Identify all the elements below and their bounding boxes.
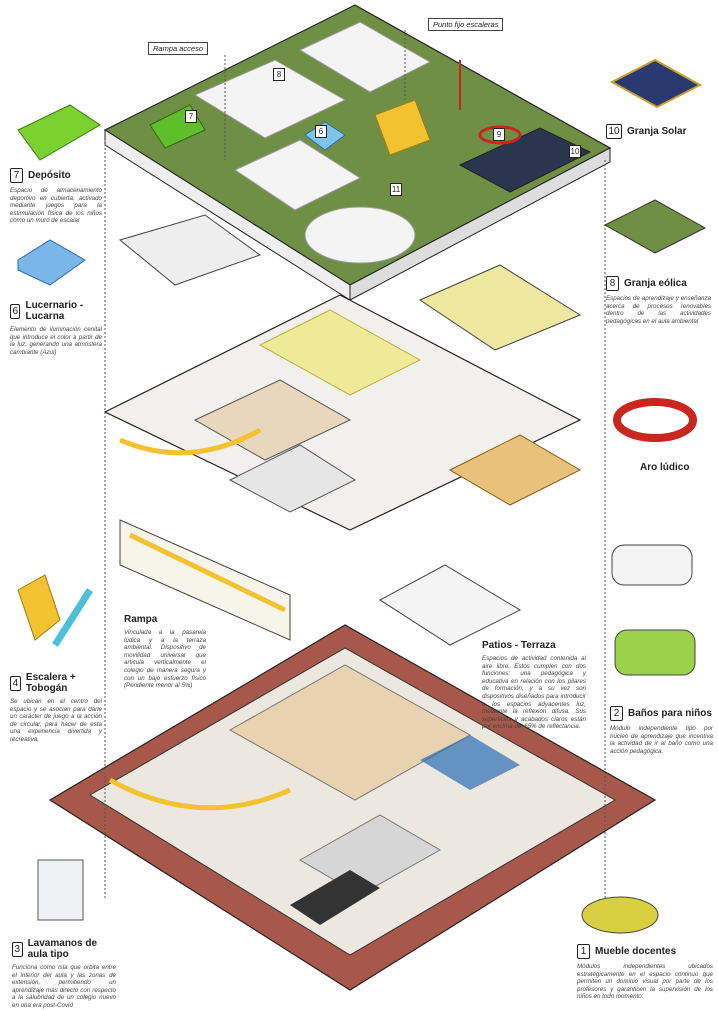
legend-deposito: 7 Depósito Espacio de almacenamiento depo… <box>10 168 102 225</box>
legend-title: Patios - Terraza <box>482 640 556 651</box>
middle-level <box>103 214 582 646</box>
legend-title: Escalera + Tobogán <box>25 672 76 694</box>
marker-9: 9 <box>493 128 505 141</box>
legend-title: Depósito <box>28 170 71 181</box>
legend-text: Vinculada a la pasarela lúdica y a la te… <box>124 629 206 690</box>
legend-title: Lavamanos de aula tipo <box>27 938 98 960</box>
callout-rampa-acceso: Rampa acceso <box>148 42 209 55</box>
legend-text: Módulos independientes ubicados estratég… <box>577 963 713 1001</box>
legend-text: Funciona como isla que orbita entre el i… <box>12 964 116 1009</box>
legend-title: Rampa <box>124 614 158 625</box>
legend-rampa: Rampa Vinculada a la pasarela lúdica y a… <box>124 614 206 690</box>
marker-6: 6 <box>315 125 327 138</box>
marker-8: 8 <box>273 68 285 81</box>
marker-7: 7 <box>185 110 197 123</box>
legend-title: Granja Solar <box>627 126 687 137</box>
legend-text: Espacio de almacenamiento deportivo en c… <box>10 187 102 225</box>
legend-text: Espacios de aprendizaje y enseñanza acer… <box>606 295 711 325</box>
roof-level <box>103 4 612 301</box>
legend-aro: Aro lúdico <box>640 462 689 477</box>
legend-text: Elemento de iluminación cenital que intr… <box>10 326 102 356</box>
legend-mueble: 1 Mueble docentes Módulos independientes … <box>577 944 713 1001</box>
legend-title: Baños para niños <box>628 708 712 719</box>
legend-granja-eolica: 8 Granja eólica Espacios de aprendizaje y… <box>606 276 711 325</box>
guide-lines <box>104 30 606 900</box>
marker-10: 10 <box>569 145 581 158</box>
ground-level <box>48 624 657 991</box>
side-vignettes <box>17 58 707 934</box>
legend-number: 7 <box>10 168 23 183</box>
legend-number: 8 <box>606 276 619 291</box>
legend-banos: 2 Baños para niños Módulo independiente t… <box>610 706 713 755</box>
callout-punto-fijo: Punto fijo escaleras <box>428 18 504 31</box>
legend-title: Granja eólica <box>624 278 687 289</box>
legend-number: 4 <box>10 675 21 691</box>
legend-title: Aro lúdico <box>640 462 690 473</box>
legend-title: Lucernario - Lucarna <box>25 300 84 322</box>
legend-number: 6 <box>10 303 21 319</box>
legend-text: Módulo independiente tipo por núcleo de … <box>610 725 713 755</box>
legend-number: 10 <box>606 124 622 139</box>
legend-number: 2 <box>610 706 623 721</box>
marker-11: 11 <box>390 183 402 196</box>
legend-number: 3 <box>12 941 23 957</box>
legend-number: 1 <box>577 944 590 959</box>
legend-granja-solar: 10 Granja Solar <box>606 124 711 143</box>
legend-text: Se ubican en el centro del espacio y se … <box>10 698 102 743</box>
legend-title: Mueble docentes <box>595 946 677 957</box>
legend-text: Espacios de actividad contenida al aire … <box>482 655 586 731</box>
legend-patios: Patios - Terraza Espacios de actividad c… <box>482 640 586 731</box>
